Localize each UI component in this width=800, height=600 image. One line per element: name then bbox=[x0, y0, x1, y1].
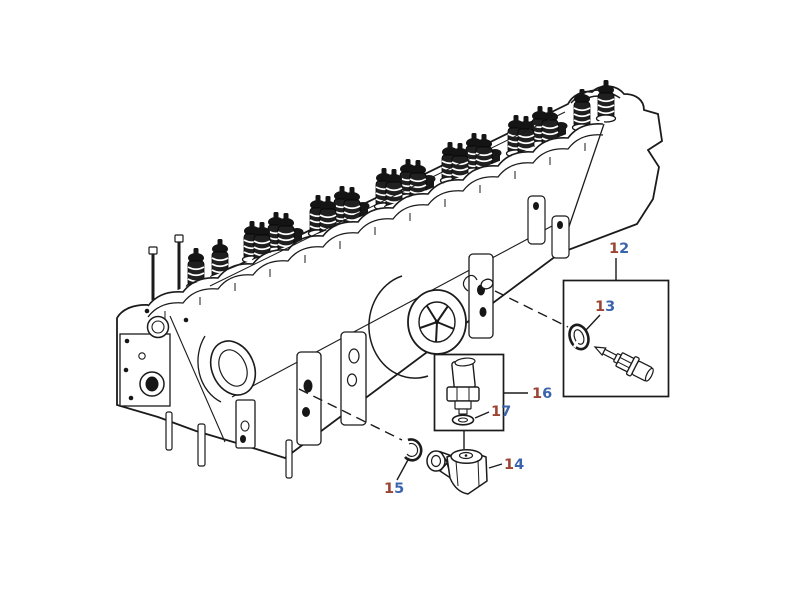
callout-14-label[interactable]: 14 bbox=[504, 457, 524, 473]
side-panel-tabs bbox=[527, 195, 570, 259]
part-14-elbow-fitting bbox=[426, 448, 488, 495]
part-17-washer bbox=[451, 414, 475, 426]
part-13-o-ring bbox=[568, 323, 590, 351]
cylinder-head-studs-bottom bbox=[165, 399, 293, 479]
part-12-temperature-sensor bbox=[593, 346, 654, 382]
callout-13-label[interactable]: 13 bbox=[595, 299, 615, 315]
part-15-retaining-ring bbox=[404, 438, 423, 462]
left-end-face bbox=[119, 308, 257, 407]
part-16-sensor bbox=[446, 357, 480, 415]
callout-15-label[interactable]: 15 bbox=[384, 481, 404, 497]
callout-labels: 12 13 14 15 16 17 bbox=[384, 241, 629, 497]
callout-leaders bbox=[396, 258, 617, 481]
rocker-cover-rail bbox=[147, 119, 604, 321]
sensor-boss bbox=[462, 274, 494, 292]
callout-17-label[interactable]: 17 bbox=[491, 404, 511, 420]
front-face-ribs bbox=[296, 253, 494, 446]
cylinder-head-drawing bbox=[116, 79, 663, 479]
callout-12-label[interactable]: 12 bbox=[609, 241, 629, 257]
circular-opening bbox=[368, 275, 467, 379]
callout-16-label[interactable]: 16 bbox=[532, 386, 552, 402]
detail-box-12 bbox=[562, 279, 670, 398]
dashed-leaders bbox=[298, 290, 569, 441]
